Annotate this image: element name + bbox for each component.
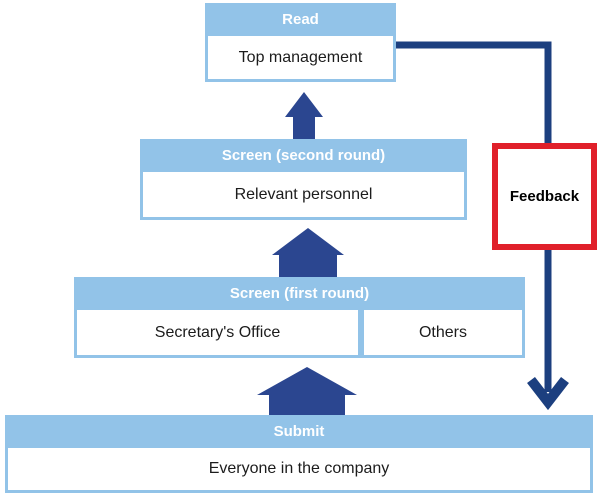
feedback-box: Feedback: [492, 143, 597, 250]
feedback-arrowhead-icon: [527, 376, 569, 411]
stage-screen-second-header: Screen (second round): [221, 147, 386, 164]
stage-submit-box: Submit Everyone in the company: [5, 415, 593, 493]
stage-screen-first-cell-secretary: Secretary's Office: [77, 310, 358, 355]
stage-submit-header: Submit: [273, 423, 325, 440]
stage-screen-second-body: Relevant personnel: [143, 172, 464, 217]
stage-screen-first-cell-others: Others: [364, 310, 522, 355]
up-arrow-to-screen-second-icon: [272, 228, 344, 277]
stage-read-box: Read Top management: [205, 3, 396, 82]
up-arrow-to-screen-first-icon: [257, 367, 357, 415]
stage-screen-first-box: Screen (first round) Secretary's Office …: [74, 277, 525, 358]
stage-read-body: Top management: [208, 36, 393, 79]
up-arrow-to-read-icon: [285, 92, 323, 140]
stage-screen-second-box: Screen (second round) Relevant personnel: [140, 139, 467, 220]
stage-read-header: Read: [282, 11, 319, 28]
stage-screen-first-header: Screen (first round): [229, 285, 370, 302]
stage-submit-body: Everyone in the company: [8, 448, 590, 490]
feedback-connector-line: [396, 41, 552, 392]
stage-screen-first-body: Secretary's Office Others: [77, 310, 522, 355]
feedback-label: Feedback: [509, 188, 580, 205]
